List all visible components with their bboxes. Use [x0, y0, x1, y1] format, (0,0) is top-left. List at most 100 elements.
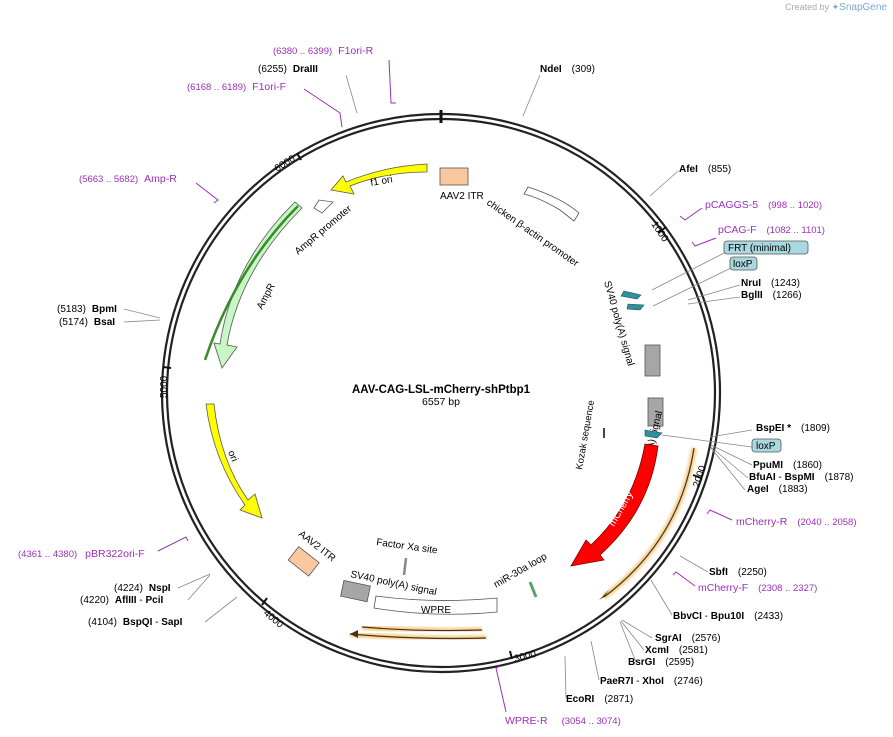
loxp-2-leader-line	[661, 434, 753, 448]
enzyme-xcmi[interactable]: XcmI(2581)	[645, 645, 708, 656]
feature-aav2-itr-bottom[interactable]: AAV2 ITR	[287, 529, 337, 577]
loxp-box-1[interactable]: loxP	[652, 256, 758, 307]
enzyme-bsrgi[interactable]: BsrGI(2595)	[628, 657, 694, 668]
primer-markers	[157, 59, 733, 713]
primer-mcherry-r-name: mCherry-R	[736, 516, 788, 528]
enzyme-bbvci-bpu10i[interactable]: BbvCI - Bpu10I(2433)	[673, 611, 783, 622]
primer-pbr322ori-f[interactable]: (4361 .. 4380)pBR322ori-F	[18, 548, 145, 560]
enzyme-draiii[interactable]: (6255)DraIII	[258, 64, 318, 75]
feature-sv40-polya-3[interactable]: SV40 poly(A) signal	[340, 569, 438, 603]
enzyme-bglii[interactable]: BglII(1266)	[741, 290, 802, 301]
aav2-itr-top-shape	[439, 167, 469, 186]
enzyme-bspqi-name: BspQI	[123, 617, 153, 628]
feature-factor-xa[interactable]: Factor Xa site	[376, 537, 439, 576]
loxp-marker-2-icon[interactable]	[644, 429, 663, 439]
enzyme-bpmi[interactable]: (5183)BpmI	[57, 304, 117, 315]
enzyme-bglii-name: BglII	[741, 290, 763, 301]
enzyme-ecori[interactable]: EcoRI(2871)	[566, 694, 633, 705]
enzyme-nspi[interactable]: (4224)NspI	[114, 583, 171, 594]
enzyme-ndei[interactable]: NdeI(309)	[540, 64, 595, 75]
frt-minimal-label-box	[723, 240, 809, 255]
tick-1000	[657, 226, 667, 234]
ampr-arrow	[213, 201, 303, 369]
primer-pcag-f[interactable]: pCAG-F(1082 .. 1101)	[718, 224, 825, 236]
enzyme-bsai[interactable]: (5174) BsaI	[59, 317, 115, 328]
tick-4000	[261, 597, 268, 606]
primer-mcherry-f[interactable]: mCherry-F (2308 .. 2327)	[698, 582, 817, 594]
leader-ecori	[564, 655, 567, 699]
orf-arc-bottom-1[interactable]	[349, 633, 487, 640]
enzyme-bspqi-sapi[interactable]: (4104)BspQI - SapI	[88, 617, 183, 628]
primer-mcherry-r[interactable]: mCherry-R(2040 .. 2058)	[736, 516, 857, 528]
primer-mcherry-f-range: (2308 .. 2327)	[758, 583, 817, 594]
enzyme-bsai-pos: (5174)	[59, 317, 88, 328]
enzyme-bsrgi-pos: (2595)	[665, 657, 694, 668]
enzyme-bspei[interactable]: BspEI *(1809)	[756, 423, 830, 434]
primer-pcag-f-name: pCAG-F	[718, 224, 757, 236]
enzyme-agei[interactable]: AgeI(1883)	[747, 484, 808, 495]
feature-chicken-actin-promoter[interactable]: chicken β-actin promoter	[484, 186, 581, 270]
sv40-polya-3-shape	[340, 579, 371, 603]
loxp-2-label: loxP	[756, 441, 776, 452]
enzyme-ppumi[interactable]: PpuMI(1860)	[753, 460, 822, 471]
chicken-actin-arrow	[523, 186, 580, 222]
leader-bspei	[709, 429, 753, 438]
enzyme-bfuai-bspmi[interactable]: BfuAI - BspMI(1878)	[749, 472, 853, 483]
primer-wpre-r-name: WPRE-R	[505, 715, 548, 727]
frt-minimal-box[interactable]: FRT (minimal)	[651, 240, 809, 291]
enzyme-sbfi-name: SbfI	[709, 567, 728, 578]
primer-amp-r[interactable]: (5663 .. 5682)Amp-R	[79, 173, 177, 185]
enzyme-sgrai[interactable]: SgrAI(2576)	[655, 633, 721, 644]
primer-line-pcaggs5	[679, 207, 703, 221]
aav2-itr-top-label: AAV2 ITR	[440, 191, 484, 202]
factor-xa-label: Factor Xa site	[376, 537, 439, 557]
enzyme-ecori-pos: (2871)	[604, 694, 633, 705]
primer-amp-r-name: Amp-R	[144, 173, 177, 185]
primer-pcaggs5[interactable]: pCAGGS-5(998 .. 1020)	[705, 199, 822, 211]
enzyme-bfuai-name: BfuAI	[749, 472, 776, 483]
mcherry-arrow	[570, 443, 659, 567]
enzyme-afei[interactable]: AfeI(855)	[679, 164, 731, 175]
ampr-orf-line	[203, 205, 299, 361]
loxp-marker-1-icon[interactable]	[626, 303, 645, 311]
enzyme-sbfi[interactable]: SbfI(2250)	[709, 567, 767, 578]
feature-mir30a-loop[interactable]: miR-30a loop	[492, 551, 549, 598]
primer-line-mcherry-r	[706, 509, 733, 521]
enzyme-labels: NdeI(309) AfeI(855) NruI(1243) BglII(126…	[57, 64, 853, 705]
primer-pcaggs5-range: (998 .. 1020)	[768, 200, 822, 211]
enzyme-xcmi-name: XcmI	[645, 645, 669, 656]
primer-mcherry-f-name: mCherry-F	[698, 582, 748, 594]
feature-aav2-itr-top[interactable]: AAV2 ITR	[439, 167, 484, 202]
leader-nspi	[177, 573, 211, 589]
enzyme-nrui[interactable]: NruI(1243)	[741, 278, 800, 289]
orf-arc-right[interactable]	[603, 447, 695, 598]
feature-kozak[interactable]: Kozak sequence	[574, 399, 605, 471]
feature-ampr[interactable]: AmpR	[203, 201, 303, 369]
sv40-polya-1-shape	[644, 344, 661, 377]
primer-f1ori-r[interactable]: (6380 .. 6399)F1ori-R	[273, 45, 374, 57]
feature-ampr-promoter[interactable]: AmpR promoter	[293, 199, 355, 257]
enzyme-bsai-name: BsaI	[94, 317, 115, 328]
orf-arc-bottom-2[interactable]	[361, 626, 483, 632]
loxp-box-2[interactable]: loxP	[661, 434, 782, 453]
primer-wpre-r[interactable]: WPRE-R(3054 .. 3074)	[505, 715, 621, 727]
enzyme-xhoi-name: XhoI	[642, 676, 664, 687]
enzyme-draiii-pos: (6255)	[258, 64, 287, 75]
feature-ori[interactable]: ori	[205, 403, 263, 519]
enzyme-paer7i-xhoi[interactable]: PaeR7I - XhoI(2746)	[600, 676, 703, 687]
tick-label-1000: 1000	[649, 220, 671, 245]
enzyme-afliii-pcii[interactable]: (4220)AflIII - PciI	[80, 595, 163, 606]
tick-5000	[162, 366, 172, 369]
enzyme-paer7i-pos: (2746)	[674, 676, 703, 687]
frt-marker-icon[interactable]	[620, 290, 642, 300]
primer-f1ori-f[interactable]: (6168 .. 6189)F1ori-F	[187, 81, 286, 93]
feature-wpre[interactable]: WPRE	[373, 595, 498, 616]
aav2-itr-bottom-shape	[287, 546, 320, 577]
primer-f1ori-r-name: F1ori-R	[338, 45, 373, 57]
enzyme-agei-name: AgeI	[747, 484, 769, 495]
enzyme-ppumi-pos: (1860)	[793, 460, 822, 471]
feature-f1-ori[interactable]: f1 ori	[330, 163, 428, 195]
leader-ndei	[522, 74, 541, 117]
enzyme-nspi-name: NspI	[149, 583, 171, 594]
